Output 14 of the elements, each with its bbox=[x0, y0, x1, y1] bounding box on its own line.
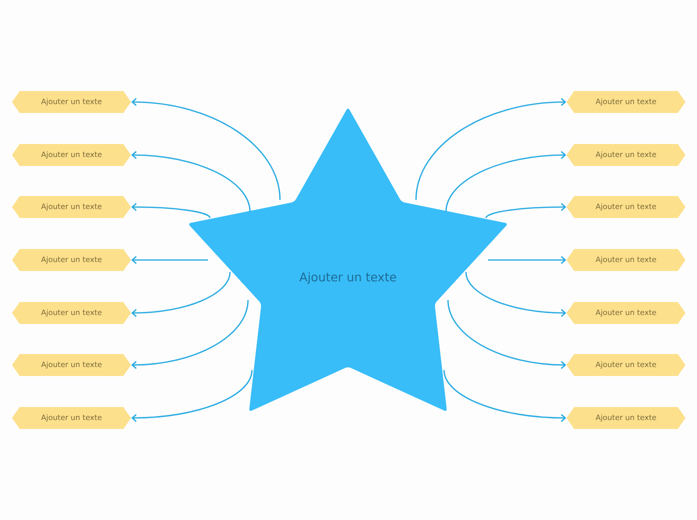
arrow bbox=[415, 98, 566, 200]
arrow bbox=[485, 203, 566, 218]
arrow bbox=[131, 370, 253, 422]
arrow bbox=[465, 272, 566, 317]
arrow bbox=[131, 98, 281, 200]
arrow bbox=[131, 256, 208, 264]
arrow bbox=[131, 300, 249, 369]
arrow bbox=[445, 151, 566, 212]
arrow bbox=[443, 370, 566, 422]
arrow bbox=[488, 256, 566, 264]
arrow bbox=[131, 272, 231, 317]
arrow bbox=[131, 151, 251, 212]
arrow bbox=[447, 300, 566, 369]
arrow bbox=[131, 203, 211, 218]
